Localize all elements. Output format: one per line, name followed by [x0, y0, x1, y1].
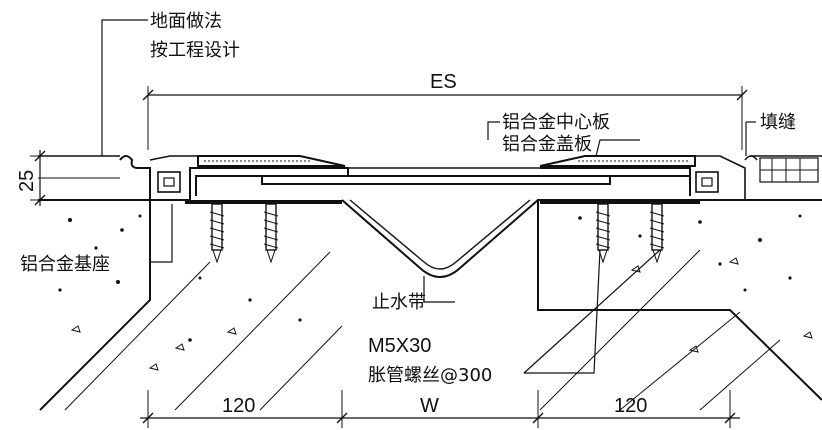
- left-concrete-slab: [38, 199, 343, 411]
- left-floor-finish: [38, 155, 150, 201]
- floor-method-label-1: 地面做法: [150, 11, 222, 32]
- expansion-screws: [209, 203, 665, 264]
- es-dimension: [142, 86, 748, 150]
- base-label: 铝合金基座: [20, 254, 110, 275]
- cover-plate-label: 铝合金盖板: [502, 134, 592, 155]
- gap-width-label: W: [420, 395, 439, 417]
- screw-size-label: M5X30: [368, 335, 431, 357]
- left-width-label: 120: [222, 395, 255, 417]
- filler-blocks: [759, 157, 819, 183]
- right-width-label: 120: [614, 395, 647, 417]
- es-dimension-label: ES: [430, 71, 457, 93]
- left-aluminum-cover-plate: [197, 155, 346, 167]
- right-aluminum-cover-plate: [539, 155, 696, 167]
- left-aluminum-base: [119, 155, 349, 201]
- leader-lines: [101, 19, 756, 374]
- right-floor-finish: [720, 155, 822, 201]
- center-plate-label: 铝合金中心板: [502, 112, 610, 133]
- right-aluminum-base: [540, 155, 758, 200]
- height-dimension: [30, 150, 60, 206]
- floor-method-label-2: 按工程设计: [150, 40, 240, 61]
- filler-label: 填缝: [760, 112, 796, 133]
- waterstop-label: 止水带: [372, 292, 426, 313]
- bottom-dimensions: [140, 390, 740, 428]
- right-concrete-slab: [537, 199, 822, 411]
- height-dimension-label: 25: [16, 170, 38, 192]
- screw-spec-label: 胀管螺丝@300: [368, 365, 492, 386]
- waterstop: [341, 199, 539, 278]
